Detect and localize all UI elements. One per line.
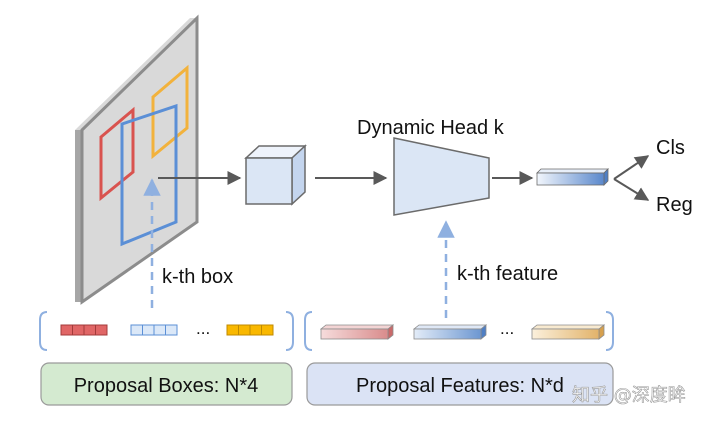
roi-feature-cube bbox=[244, 144, 307, 206]
proposal-boxes-bracket: ... bbox=[39, 311, 294, 351]
watermark-text: 知乎 @深度眸 bbox=[572, 385, 686, 406]
blue-box-cells bbox=[130, 324, 178, 336]
image-plane bbox=[75, 14, 199, 305]
kth-feature-label: k-th feature bbox=[457, 263, 558, 285]
ellipsis-right: ... bbox=[500, 319, 514, 338]
red-box-cells bbox=[60, 324, 108, 336]
red-feature-vector bbox=[319, 324, 395, 340]
proposal-boxes-label: Proposal Boxes: N*4 bbox=[74, 375, 259, 397]
cls-label: Cls bbox=[656, 137, 685, 159]
dynamic-head-block bbox=[393, 137, 490, 216]
orange-proposal-box bbox=[151, 64, 189, 160]
proposal-features-panel: Proposal Features: N*d bbox=[306, 362, 614, 406]
proposal-boxes-panel: Proposal Boxes: N*4 bbox=[40, 362, 293, 406]
orange-feature-vector bbox=[530, 324, 606, 340]
reg-arrow bbox=[613, 178, 650, 201]
ellipsis-left: ... bbox=[196, 319, 210, 338]
blue-proposal-box bbox=[120, 103, 178, 247]
red-proposal-box bbox=[99, 106, 135, 202]
output-feature-vector bbox=[536, 168, 609, 186]
proposal-features-bracket: ... bbox=[304, 311, 614, 351]
yellow-box-cells bbox=[226, 324, 274, 336]
blue-feature-vector bbox=[412, 324, 488, 340]
cls-arrow bbox=[613, 155, 650, 180]
dynamic-head-label: Dynamic Head k bbox=[357, 117, 505, 139]
proposal-features-label: Proposal Features: N*d bbox=[356, 375, 564, 397]
reg-label: Reg bbox=[656, 194, 693, 216]
kth-box-label: k-th box bbox=[162, 266, 233, 288]
